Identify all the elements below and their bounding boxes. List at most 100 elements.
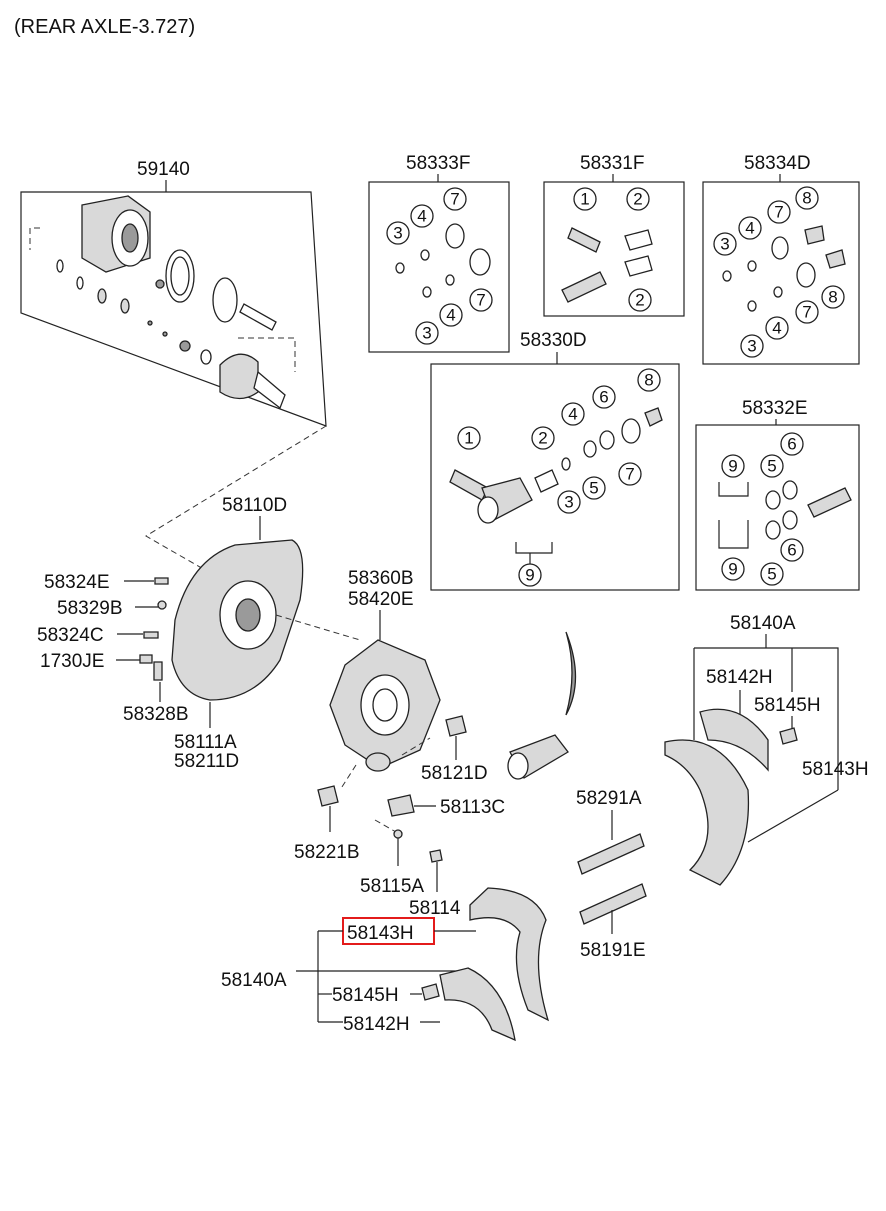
label-58211d[interactable]: 58211D	[174, 751, 239, 772]
svg-text:8: 8	[802, 189, 811, 208]
right-shoe-group: 58140A 58142H 58145H 58143H	[664, 613, 869, 886]
kit-58331f-callouts: 1 2 2	[573, 187, 652, 312]
hub-small-rings	[56, 259, 168, 337]
svg-text:7: 7	[774, 203, 783, 222]
rivet-58145h-left-part[interactable]	[421, 983, 440, 1001]
hub-cap-ring-part[interactable]	[212, 277, 238, 323]
label-58420e[interactable]: 58420E	[348, 589, 414, 610]
label-58332e[interactable]: 58332E	[742, 398, 808, 419]
label-58111a[interactable]: 58111A	[174, 732, 237, 753]
kit-58330d-box	[430, 363, 680, 591]
kit-58331f-box	[543, 181, 685, 317]
svg-text:3: 3	[393, 224, 402, 243]
kit-58333f-box	[368, 181, 510, 353]
label-58324e[interactable]: 58324E	[44, 572, 110, 593]
svg-text:8: 8	[828, 288, 837, 307]
spring-58191e-part[interactable]	[579, 883, 647, 925]
svg-text:2: 2	[633, 190, 642, 209]
label-58331f[interactable]: 58331F	[580, 153, 644, 174]
bush-58221b-part[interactable]	[317, 785, 339, 807]
kit-58333f-group: 58333F 3 4 7 7 3 4	[368, 153, 510, 353]
label-58143h-left[interactable]: 58143H	[347, 923, 414, 944]
hub-axle-part[interactable]	[219, 353, 259, 400]
label-58291a[interactable]: 58291A	[576, 788, 642, 809]
label-58221b[interactable]: 58221B	[294, 842, 360, 863]
label-58360b[interactable]: 58360B	[348, 568, 414, 589]
svg-text:9: 9	[728, 457, 737, 476]
spring-58291a-part[interactable]	[577, 833, 645, 875]
left-shoe-group: 58143H 58140A 58145H 58142H	[221, 887, 550, 1042]
kit-58330d-group: 58330D 8 6 4 7 1 2 3 5 9	[430, 330, 680, 591]
label-58330d[interactable]: 58330D	[520, 330, 587, 351]
svg-text:7: 7	[625, 465, 634, 484]
kit-58331f-group: 58331F 1 2 2	[543, 153, 685, 317]
svg-text:3: 3	[747, 337, 756, 356]
svg-text:4: 4	[446, 306, 455, 325]
svg-text:2: 2	[538, 429, 547, 448]
label-58115a[interactable]: 58115A	[360, 876, 424, 897]
label-58145h-left[interactable]: 58145H	[332, 985, 399, 1006]
svg-text:4: 4	[417, 207, 426, 226]
svg-text:9: 9	[525, 566, 534, 585]
label-58121d[interactable]: 58121D	[421, 763, 488, 784]
svg-text:3: 3	[564, 493, 573, 512]
svg-text:5: 5	[767, 457, 776, 476]
label-58140a-right[interactable]: 58140A	[730, 613, 796, 634]
label-58143h-right[interactable]: 58143H	[802, 759, 869, 780]
svg-text:8: 8	[644, 371, 653, 390]
svg-text:4: 4	[772, 319, 781, 338]
shoe-58143h-left-part[interactable]	[469, 887, 550, 1022]
clip-58113c-part[interactable]	[387, 794, 415, 817]
svg-text:1: 1	[464, 429, 473, 448]
svg-text:1: 1	[580, 190, 589, 209]
label-58114[interactable]: 58114	[409, 898, 461, 919]
svg-text:3: 3	[422, 324, 431, 343]
svg-text:4: 4	[745, 219, 754, 238]
label-58191e[interactable]: 58191E	[580, 940, 646, 961]
svg-text:6: 6	[787, 435, 796, 454]
kit-58334d-group: 58334D 3 4 7 8 4 7 8 3	[702, 153, 860, 365]
svg-text:3: 3	[720, 235, 729, 254]
rivet-58145h-right-part[interactable]	[779, 727, 798, 745]
label-58333f[interactable]: 58333F	[406, 153, 470, 174]
backing-plate-bolts	[139, 577, 169, 681]
kit-58330d-callouts: 8 6 4 7 1 2 3 5 9	[457, 368, 661, 587]
label-1730je[interactable]: 1730JE	[40, 651, 104, 672]
label-58140a-left[interactable]: 58140A	[221, 970, 287, 991]
svg-text:9: 9	[728, 560, 737, 579]
lining-58142h-right-part[interactable]	[699, 708, 769, 772]
svg-text:6: 6	[599, 388, 608, 407]
svg-text:2: 2	[635, 291, 644, 310]
svg-text:7: 7	[802, 303, 811, 322]
label-59140[interactable]: 59140	[137, 159, 190, 180]
label-58334d[interactable]: 58334D	[744, 153, 811, 174]
svg-text:7: 7	[476, 291, 485, 310]
label-58142h-right[interactable]: 58142H	[706, 667, 773, 688]
svg-text:7: 7	[450, 190, 459, 209]
lining-58142h-left-part[interactable]	[439, 967, 516, 1042]
springs-group: 58291A 58191E	[576, 788, 647, 961]
svg-text:5: 5	[589, 479, 598, 498]
kit-58333f-callouts: 3 4 7 7 3 4	[386, 187, 493, 345]
svg-text:5: 5	[767, 565, 776, 584]
kit-58332e-box	[695, 424, 860, 591]
diagram-title: (REAR AXLE-3.727)	[14, 16, 195, 38]
shoe-58143h-right-part[interactable]	[664, 739, 750, 886]
label-58142h-left[interactable]: 58142H	[343, 1014, 410, 1035]
label-58324c[interactable]: 58324C	[37, 625, 104, 646]
kit-58334d-box	[702, 181, 860, 365]
label-58110d[interactable]: 58110D	[222, 495, 287, 516]
label-58113c[interactable]: 58113C	[440, 797, 505, 818]
bush-58121d-part[interactable]	[445, 715, 467, 737]
backing-plate-group: 58110D 58324E 58329B 58324C 1730JE 58328…	[37, 425, 361, 772]
pin-58114-part[interactable]	[429, 849, 443, 863]
label-58145h-right[interactable]: 58145H	[754, 695, 821, 716]
svg-text:4: 4	[568, 405, 577, 424]
label-58329b[interactable]: 58329B	[57, 598, 123, 619]
label-58328b[interactable]: 58328B	[123, 704, 189, 725]
anchor-plate-group: 58360B 58420E 58121D 58221B 58113C 58115…	[294, 568, 577, 919]
kit-58334d-callouts: 3 4 7 8 4 7 8 3	[713, 186, 845, 358]
kit-58332e-group: 58332E 9 6 5 9 6 5	[695, 398, 860, 591]
kit-58332e-callouts: 9 6 5 9 6 5	[721, 432, 804, 586]
